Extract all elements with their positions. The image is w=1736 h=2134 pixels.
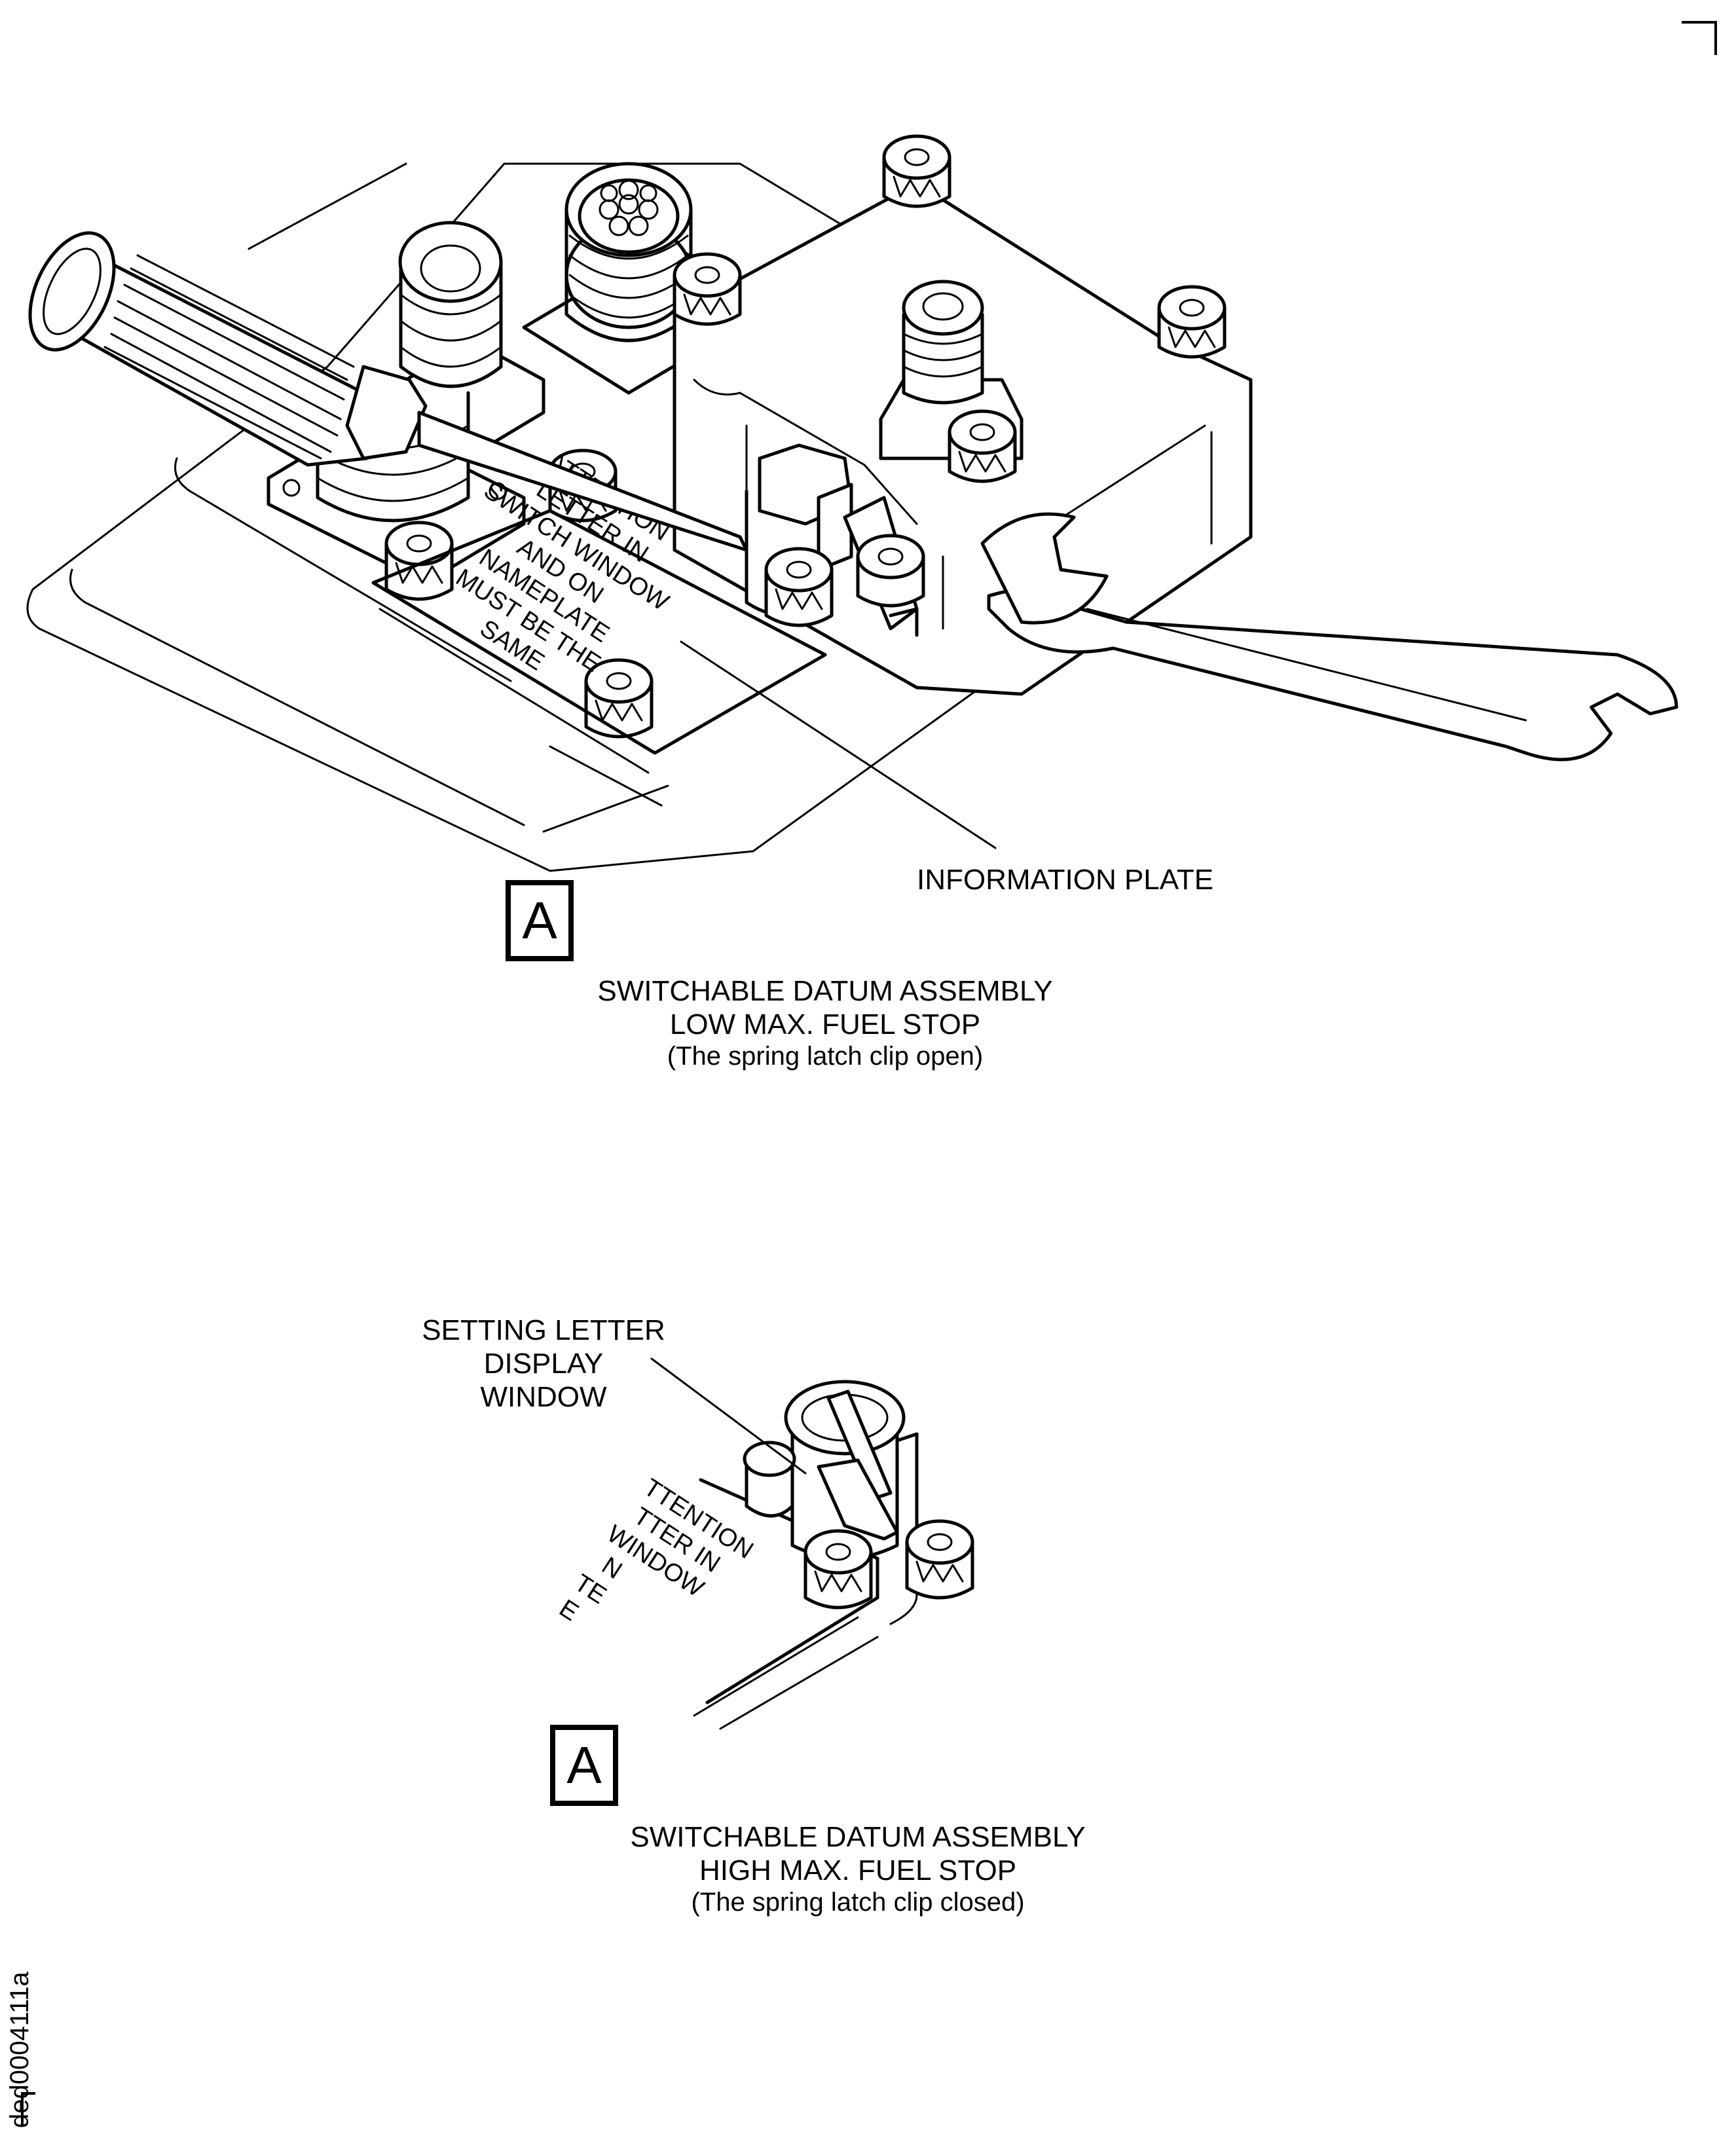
setting-letter-window-callout: SETTING LETTER DISPLAY WINDOW: [419, 1314, 668, 1414]
view-label: A: [566, 1736, 602, 1794]
information-plate-leader: [680, 640, 997, 849]
spring-latch-clip-closed: [784, 1380, 919, 1560]
view-label: A: [522, 891, 557, 949]
information-plate-callout: INFORMATION PLATE: [917, 864, 1214, 896]
plate-text-line: E: [554, 1594, 583, 1627]
crop-mark-bottom-left: [21, 2092, 35, 2126]
callout-line: SETTING LETTER: [422, 1314, 665, 1346]
base-plate-partial: [693, 1478, 918, 1730]
bolt: [384, 521, 454, 601]
setting-letter-window-leader: [650, 1357, 807, 1475]
callout-line: WINDOW: [480, 1381, 607, 1414]
bolt: [743, 1441, 796, 1518]
caption-title-line2: HIGH MAX. FUEL STOP: [699, 1854, 1017, 1887]
bolt: [803, 1529, 873, 1610]
caption-note: (The spring latch clip closed): [691, 1888, 1025, 1917]
caption-title-line1: SWITCHABLE DATUM ASSEMBLY: [630, 1821, 1086, 1853]
caption-title-line2: LOW MAX. FUEL STOP: [669, 1008, 981, 1041]
crop-mark-top-right: [1682, 21, 1717, 55]
figure-id: ded0004111a: [5, 1972, 34, 2128]
view-label-box: A: [550, 1725, 618, 1806]
bolt: [905, 1519, 974, 1600]
screwdriver: [28, 231, 748, 552]
caption-note: (The spring latch clip open): [667, 1042, 984, 1071]
bolts: [743, 1441, 974, 1610]
bolt: [1157, 285, 1227, 359]
callout-line: DISPLAY: [483, 1348, 604, 1380]
view-caption: SWITCHABLE DATUM ASSEMBLY HIGH MAX. FUEL…: [596, 1820, 1120, 1917]
view-label-box: A: [506, 880, 574, 961]
bolt: [856, 534, 925, 608]
bolt: [764, 547, 834, 627]
view-low-max-fuel-stop-drawing: ATTENTION LETTER IN SWITCH WINDOW AND ON…: [26, 134, 1678, 872]
bolt: [673, 252, 742, 326]
bolt: [584, 658, 654, 739]
view-caption: SWITCHABLE DATUM ASSEMBLY LOW MAX. FUEL …: [576, 974, 1074, 1071]
view-high-max-fuel-stop-drawing: TTENTION TTER IN WINDOW N TE E: [554, 1357, 974, 1730]
bolt: [948, 409, 1017, 483]
open-end-wrench: [980, 512, 1678, 762]
bolt: [882, 134, 951, 208]
adjusting-screw: [879, 280, 1024, 460]
caption-title-line1: SWITCHABLE DATUM ASSEMBLY: [597, 975, 1053, 1007]
